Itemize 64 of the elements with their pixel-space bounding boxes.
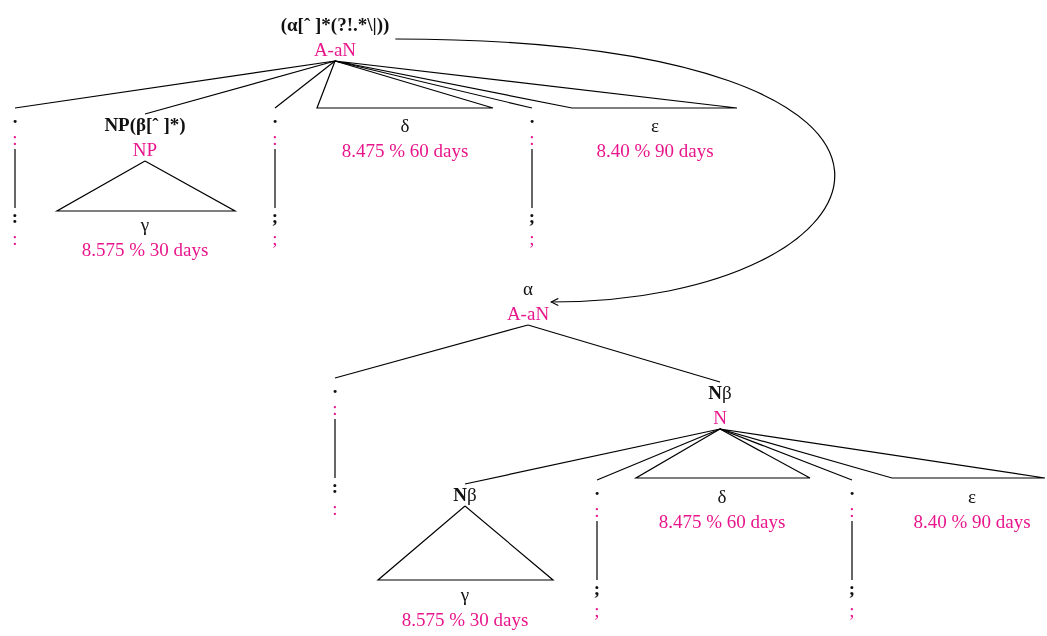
gloss-label: : xyxy=(594,500,600,522)
gloss-label: 8.40 % 90 days xyxy=(913,510,1031,534)
gloss-label: : xyxy=(272,128,278,150)
triangle-branch xyxy=(719,428,1046,479)
tree-label: γ xyxy=(139,213,151,237)
triangle-branch xyxy=(54,160,238,212)
triangle-branch xyxy=(334,60,738,109)
gloss-label: ; xyxy=(528,228,536,250)
tree-label: . xyxy=(332,376,338,398)
tree-label: α xyxy=(522,277,534,301)
tree-label: ; xyxy=(528,206,536,228)
branch-line xyxy=(851,520,853,581)
tree-label: δ xyxy=(399,114,411,138)
triangle-branch xyxy=(316,60,494,109)
tree-label: (α[ˆ ]*(?!.*\|)) xyxy=(280,13,390,37)
branch-line xyxy=(719,428,853,481)
gloss-label: : xyxy=(332,398,338,420)
gloss-label: 8.40 % 90 days xyxy=(596,139,714,163)
tree-label: ; xyxy=(848,578,856,600)
tree-label: . xyxy=(272,106,278,128)
branch-line xyxy=(274,60,336,109)
triangle-branch xyxy=(376,505,555,581)
gloss-label: 8.475 % 60 days xyxy=(658,510,786,534)
curved-arrow xyxy=(394,38,836,306)
tree-label: Nβ xyxy=(708,381,732,405)
tree-label: ε xyxy=(967,485,977,509)
branch-line xyxy=(144,60,336,115)
gloss-label: : xyxy=(12,128,18,150)
gloss-label: : xyxy=(529,128,535,150)
tree-label: ; xyxy=(271,206,279,228)
tree-label: : xyxy=(331,476,339,498)
tree-label: . xyxy=(529,106,535,128)
gloss-label: : xyxy=(331,498,339,520)
branch-line xyxy=(531,148,533,209)
gloss-label: N xyxy=(712,406,728,430)
gloss-label: ; xyxy=(271,228,279,250)
gloss-label: A-aN xyxy=(312,38,358,62)
gloss-label: ; xyxy=(593,600,601,622)
tree-label: γ xyxy=(459,583,471,607)
branch-line xyxy=(596,520,598,581)
tree-label: . xyxy=(12,106,18,128)
branch-line xyxy=(334,418,336,479)
gloss-label: ; xyxy=(848,600,856,622)
tree-label: δ xyxy=(716,485,728,509)
gloss-label: 8.575 % 30 days xyxy=(81,238,209,262)
branch-line xyxy=(527,324,721,383)
branch-line xyxy=(334,324,529,379)
gloss-label: A-aN xyxy=(506,302,550,326)
tree-label: ; xyxy=(593,578,601,600)
tree-label: : xyxy=(11,206,19,228)
tree-label: ε xyxy=(650,114,660,138)
tree-label: Nβ xyxy=(453,483,477,507)
triangle-branch xyxy=(633,428,811,479)
gloss-label: NP xyxy=(131,138,159,162)
gloss-label: : xyxy=(11,228,19,250)
branch-line xyxy=(14,148,16,209)
tree-label: NP(β[ˆ ]*) xyxy=(104,113,186,137)
branch-line xyxy=(274,148,276,209)
tree-label: . xyxy=(849,478,855,500)
gloss-label: 8.475 % 60 days xyxy=(341,139,469,163)
tree-label: . xyxy=(594,478,600,500)
gloss-label: 8.575 % 30 days xyxy=(401,608,529,632)
branch-line xyxy=(596,428,721,481)
gloss-label: : xyxy=(849,500,855,522)
